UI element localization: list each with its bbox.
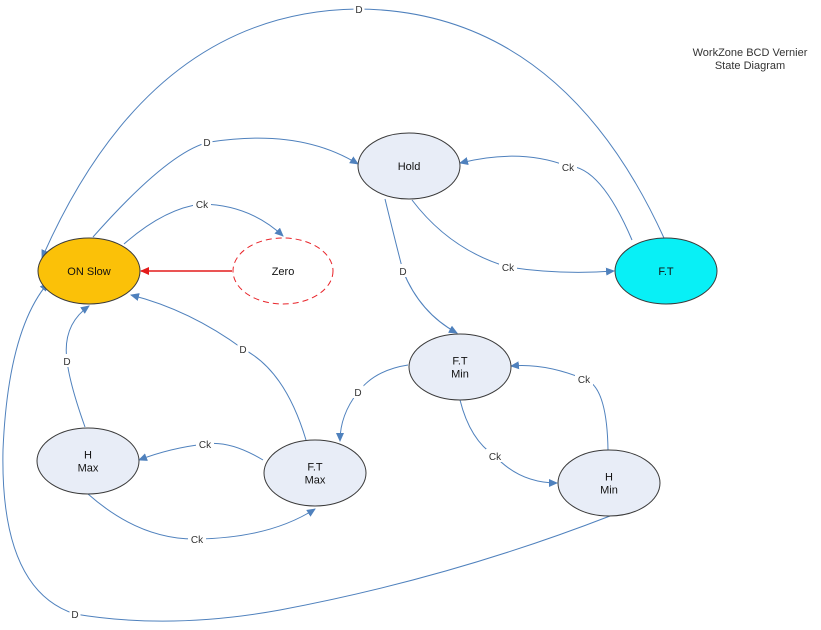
- edge-ft-to-hold: [459, 155, 633, 241]
- state-label-hold-line-1: Hold: [398, 161, 421, 173]
- edge-label-text-ftmax-to-onslow: D: [239, 345, 246, 356]
- state-label-ft-min-line-2: Min: [451, 369, 469, 381]
- edge-label-ftmax-to-onslow: D: [237, 342, 249, 356]
- edge-label-text-ftmax-to-hmax: Ck: [199, 440, 212, 451]
- edge-label-ftmax-to-hmax: Ck: [196, 437, 214, 451]
- edge-label-hold-to-ft: Ck: [499, 260, 517, 274]
- edge-ftmin-to-ftmax: [336, 364, 409, 442]
- diagram-title-line-2: State Diagram: [714, 60, 786, 72]
- edge-label-hmin-to-onslow: D: [69, 607, 81, 621]
- edge-label-ftmin-to-ftmax: D: [352, 385, 364, 399]
- diagram-title-line-1: WorkZone BCD Vernier: [692, 47, 808, 59]
- edge-hmin-to-ftmin: [510, 361, 609, 451]
- edge-ftmax-to-onslow: [130, 293, 307, 441]
- edge-label-ft-to-onslow: D: [353, 2, 365, 16]
- edge-label-text-hold-to-ftmin: D: [399, 267, 406, 278]
- state-shape-ft-min: [408, 333, 512, 401]
- edge-hmin-to-onslow: [2, 282, 611, 622]
- state-label-ft-max-line-1: F.T: [307, 462, 323, 474]
- edge-label-text-hold-to-ft: Ck: [502, 263, 515, 274]
- edge-label-hmin-to-ftmin: Ck: [575, 372, 593, 386]
- state-label-h-min-line-1: H: [605, 472, 613, 484]
- edges-layer: [2, 8, 665, 622]
- edge-label-hold-to-ftmin: D: [397, 264, 409, 278]
- edge-onslow-to-hold: [92, 137, 359, 238]
- state-node-on-slow: ON Slow: [37, 237, 141, 305]
- state-shape-ft: [614, 237, 718, 305]
- state-label-h-max-line-1: H: [84, 450, 92, 462]
- edge-label-text-hmax-to-ftmax: Ck: [191, 535, 204, 546]
- edge-label-onslow-to-hold: D: [201, 135, 213, 149]
- state-label-zero-line-1: Zero: [272, 266, 295, 278]
- state-shape-ft-max: [263, 439, 367, 507]
- state-label-ft-line-1: F.T: [658, 266, 674, 278]
- diagram-title: WorkZone BCD Vernier State Diagram: [680, 47, 820, 73]
- edge-label-text-hmin-to-onslow: D: [71, 610, 78, 621]
- state-node-hold: Hold: [357, 132, 461, 200]
- state-node-ft: F.T: [614, 237, 718, 305]
- edge-label-ft-to-hold: Ck: [559, 160, 577, 174]
- state-shape-on-slow: [37, 237, 141, 305]
- edge-hold-to-ftmin: [384, 198, 458, 334]
- edge-label-text-onslow-to-hold: D: [203, 138, 210, 149]
- state-shape-h-max: [36, 427, 140, 495]
- edge-ft-to-onslow: [41, 8, 665, 259]
- edge-label-text-hmax-to-onslow: D: [63, 357, 70, 368]
- edge-label-text-hmin-to-ftmin: Ck: [578, 375, 591, 386]
- state-label-ft-max-line-2: Max: [305, 475, 326, 487]
- edge-label-hmax-to-onslow: D: [61, 354, 73, 368]
- edge-label-text-ftmin-to-hmin: Ck: [489, 452, 502, 463]
- edge-label-hmax-to-ftmax: Ck: [188, 532, 206, 546]
- state-shape-hold: [357, 132, 461, 200]
- state-node-zero: Zero: [232, 237, 334, 305]
- state-label-h-min-line-2: Min: [600, 485, 618, 497]
- state-shape-zero: [232, 237, 334, 305]
- edge-label-text-ft-to-hold: Ck: [562, 163, 575, 174]
- state-label-h-max-line-2: Max: [78, 463, 99, 475]
- edge-label-text-onslow-to-zero: Ck: [196, 200, 209, 211]
- state-label-ft-min-line-1: F.T: [452, 356, 468, 368]
- edge-label-text-ftmin-to-ftmax: D: [354, 388, 361, 399]
- state-label-on-slow-line-1: ON Slow: [67, 266, 110, 278]
- edge-label-onslow-to-zero: Ck: [193, 197, 211, 211]
- edge-label-ftmin-to-hmin: Ck: [486, 449, 504, 463]
- edge-label-text-ft-to-onslow: D: [355, 5, 362, 16]
- state-shape-h-min: [557, 449, 661, 517]
- edge-ftmin-to-hmin: [459, 399, 558, 487]
